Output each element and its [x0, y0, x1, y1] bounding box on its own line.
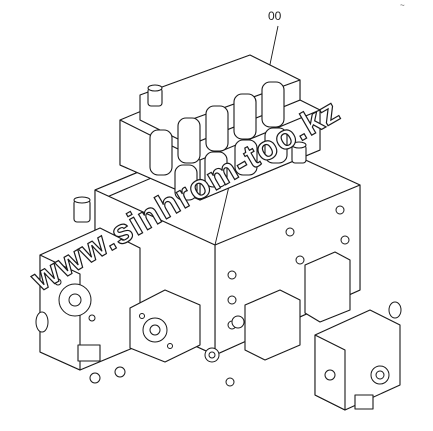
right-valve-module: [244, 251, 402, 411]
part-callout-label: 00: [268, 9, 282, 23]
top-fittings: [73, 84, 307, 223]
lower-fittings: [89, 366, 235, 387]
front-port-plate: [129, 289, 201, 363]
corner-mark: ~: [400, 1, 405, 10]
spool-caps: [149, 81, 288, 201]
left-end-cover: [35, 227, 141, 371]
